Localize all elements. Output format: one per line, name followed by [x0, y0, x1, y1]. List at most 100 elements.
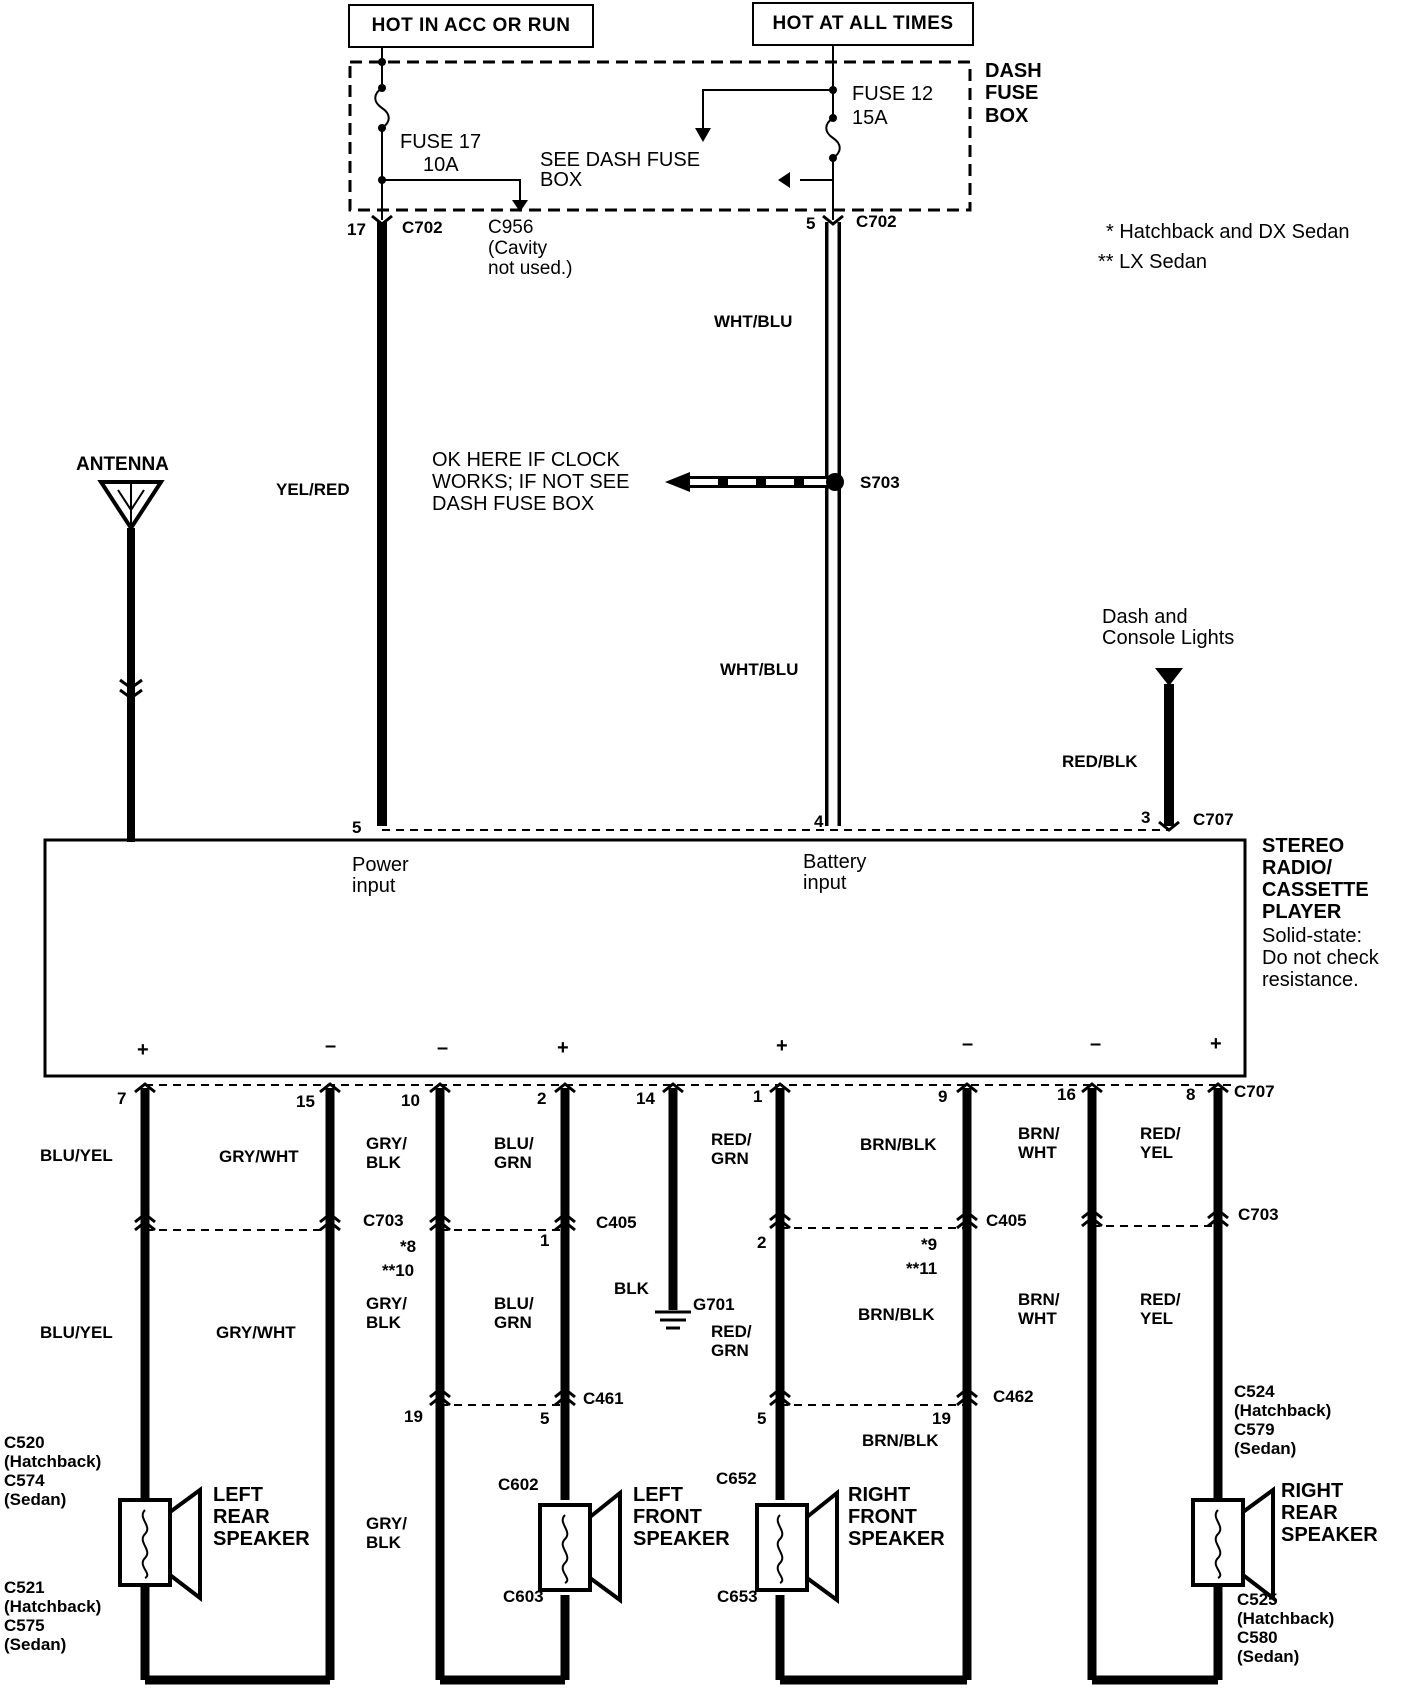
polarity-sign: + — [137, 1039, 149, 1061]
wire-label-red-grn-2: RED/ GRN — [711, 1322, 752, 1361]
polarity-sign: – — [962, 1033, 974, 1055]
hot-in-acc-or-run-box: HOT IN ACC OR RUN — [348, 4, 594, 48]
c405-pin-2: 2 — [757, 1233, 767, 1252]
c405-left-label: C405 — [596, 1213, 637, 1232]
dash-lights-label: Dash and Console Lights — [1102, 606, 1235, 649]
pin-bottom: 1 — [753, 1087, 763, 1106]
polarity-sign: + — [557, 1037, 569, 1059]
c703-pin-8: *8 — [400, 1237, 417, 1256]
speaker-right-rear-symbol — [1191, 1486, 1275, 1603]
fuse-17-label: FUSE 17 — [400, 131, 482, 153]
polarity-sign: – — [325, 1035, 337, 1057]
c462-pin-19: 19 — [932, 1409, 951, 1428]
pin-bottom: 7 — [117, 1089, 127, 1108]
wire-label-brn-blk-3: BRN/BLK — [862, 1431, 939, 1450]
hot-at-all-times-box: HOT AT ALL TIMES — [752, 2, 974, 46]
pin-5-power: 5 — [352, 818, 362, 837]
wire-label-brn-wht-2: BRN/ WHT — [1018, 1290, 1060, 1329]
c703-right-label: C703 — [1238, 1205, 1279, 1224]
wire-label-red-blk: RED/BLK — [1062, 752, 1138, 771]
fuse-17-rating: 10A — [423, 154, 459, 176]
wire-label-red-yel: RED/ YEL — [1140, 1124, 1181, 1163]
c702-left-label: C702 — [402, 218, 443, 237]
solid-state-note: Solid-state: Do not check resistance. — [1262, 925, 1379, 991]
c703-pin-10: **10 — [382, 1261, 415, 1280]
polarity-sign: + — [776, 1035, 788, 1057]
speaker-left-rear-symbol — [118, 1486, 202, 1603]
c652-label: C652 — [716, 1469, 757, 1488]
polarity-sign: + — [1210, 1033, 1222, 1055]
clock-note: OK HERE IF CLOCK WORKS; IF NOT SEE DASH … — [432, 449, 630, 515]
c462-pin-5: 5 — [757, 1409, 767, 1428]
pin-bottom: 8 — [1186, 1085, 1196, 1104]
note-hatchback-dx: * Hatchback and DX Sedan — [1106, 221, 1350, 243]
c520-c574-label: C520 (Hatchback) C574 (Sedan) — [4, 1433, 102, 1510]
left-front-speaker-label: LEFT FRONT SPEAKER — [633, 1484, 730, 1550]
battery-input-label: Battery input — [803, 851, 867, 894]
polarity-sign: – — [437, 1037, 449, 1059]
c603-label: C603 — [503, 1587, 544, 1606]
pin-17: 17 — [347, 220, 366, 239]
c702-right-label: C702 — [856, 212, 897, 231]
c602-label: C602 — [498, 1475, 539, 1494]
wire-label-blu-yel: BLU/YEL — [40, 1146, 113, 1165]
c462-label: C462 — [993, 1387, 1034, 1406]
wire-label-yel-red: YEL/RED — [276, 480, 350, 499]
pin-bottom: 9 — [938, 1087, 948, 1106]
wire-label-gry-blk-2: GRY/ BLK — [366, 1294, 407, 1333]
c956-label: C956 (Cavity not used.) — [488, 217, 573, 280]
stereo-radio-label: STEREO RADIO/ CASSETTE PLAYER — [1262, 835, 1369, 923]
wire-label-blu-yel-2: BLU/YEL — [40, 1323, 113, 1342]
c405-pin-11: **11 — [906, 1259, 938, 1278]
fuse-12-symbol — [825, 117, 841, 159]
wire-label-brn-wht: BRN/ WHT — [1018, 1124, 1060, 1163]
s703-splice — [826, 473, 844, 491]
g701-label: G701 — [693, 1295, 735, 1314]
power-input-label: Power input — [352, 854, 409, 897]
pin-bottom: 14 — [636, 1089, 655, 1108]
c405-right-label: C405 — [986, 1211, 1027, 1230]
c703-left-label: C703 — [363, 1211, 404, 1230]
stereo-radio-body — [43, 838, 1247, 1078]
wire-label-red-grn: RED/ GRN — [711, 1130, 752, 1169]
c525-c580-label: C525 (Hatchback) C580 (Sedan) — [1237, 1590, 1335, 1667]
c707-bottom-label: C707 — [1234, 1082, 1275, 1101]
wire-label-red-yel-2: RED/ YEL — [1140, 1290, 1181, 1329]
wire-label-wht-blu-1: WHT/BLU — [714, 312, 793, 331]
pin-bottom: 10 — [401, 1091, 420, 1110]
antenna-symbol — [97, 480, 165, 532]
pin-5-c702: 5 — [806, 214, 816, 233]
speaker-left-front-symbol — [538, 1488, 622, 1604]
wire-label-gry-wht: GRY/WHT — [219, 1147, 299, 1166]
wire-label-blu-grn: BLU/ GRN — [494, 1134, 534, 1173]
polarity-sign: – — [1090, 1033, 1102, 1055]
c707-top-label: C707 — [1193, 810, 1234, 829]
c524-c579-label: C524 (Hatchback) C579 (Sedan) — [1234, 1382, 1332, 1459]
pin-bottom: 2 — [537, 1089, 547, 1108]
note-lx-sedan: ** LX Sedan — [1098, 251, 1207, 273]
pin-bottom: 16 — [1057, 1085, 1076, 1104]
wire-label-gry-blk: GRY/ BLK — [366, 1134, 407, 1173]
pin-bottom: 15 — [296, 1092, 315, 1111]
c461-pin-19: 19 — [404, 1407, 423, 1426]
antenna-label: ANTENNA — [76, 454, 169, 475]
c653-label: C653 — [717, 1587, 758, 1606]
ground-symbol — [655, 1310, 691, 1330]
right-front-speaker-label: RIGHT FRONT SPEAKER — [848, 1484, 945, 1550]
left-rear-speaker-label: LEFT REAR SPEAKER — [213, 1484, 310, 1550]
dash-fuse-box-outline — [348, 60, 972, 212]
wire-label-wht-blu-2: WHT/BLU — [720, 660, 799, 679]
wire-label-brn-blk: BRN/BLK — [860, 1135, 937, 1154]
right-rear-speaker-label: RIGHT REAR SPEAKER — [1281, 1480, 1378, 1546]
speaker-right-front-symbol — [755, 1488, 839, 1604]
fuse-17-symbol — [374, 87, 390, 129]
wire-label-blu-grn-2: BLU/ GRN — [494, 1294, 534, 1333]
see-dash-fuse-box-note: SEE DASH FUSE BOX — [540, 149, 701, 191]
wire-label-gry-wht-2: GRY/WHT — [216, 1323, 296, 1342]
dash-fuse-box-label: DASH FUSE BOX — [985, 60, 1042, 127]
wire-label-brn-blk-2: BRN/BLK — [858, 1305, 935, 1324]
fuse-12-rating: 15A — [852, 107, 888, 129]
fuse-12-label: FUSE 12 — [852, 83, 934, 105]
wire-label-blk: BLK — [614, 1279, 649, 1298]
